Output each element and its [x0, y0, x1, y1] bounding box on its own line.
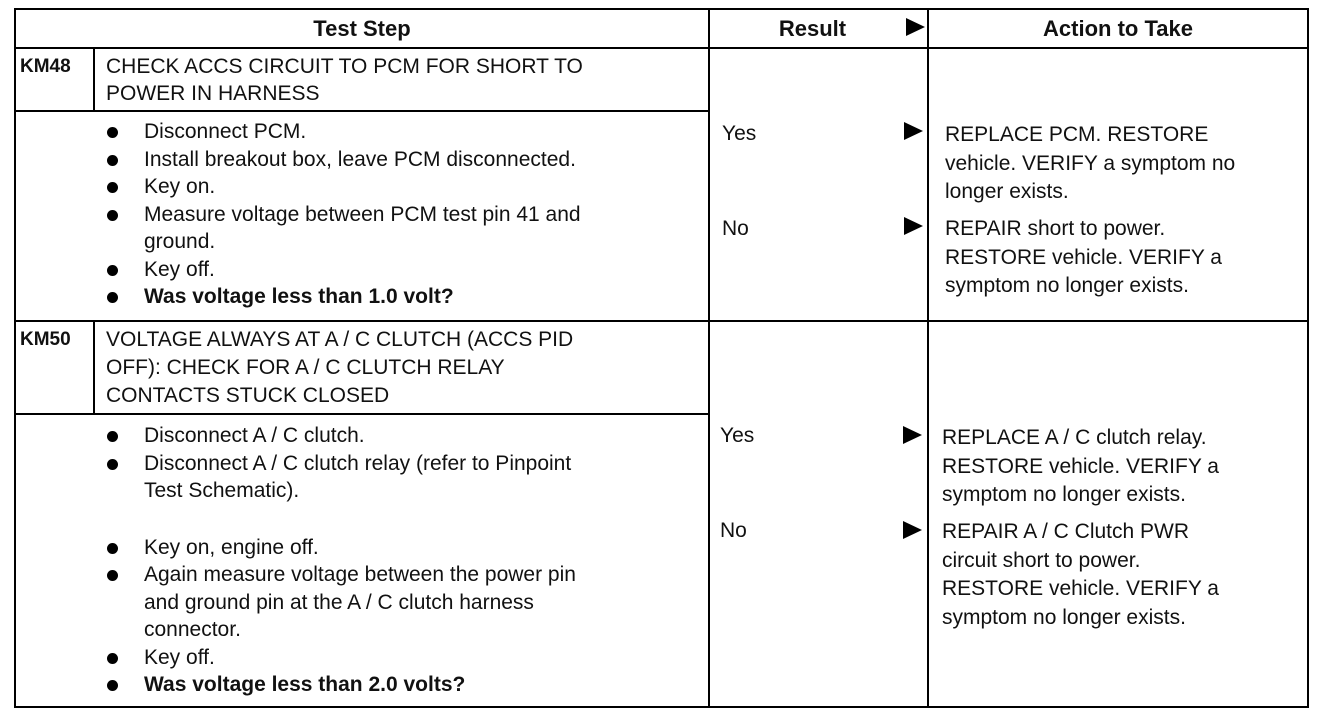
- table-border-right: [1307, 8, 1309, 708]
- step-instructions-km48: Disconnect PCM. Install breakout box, le…: [107, 118, 707, 311]
- km50-code-divider: [93, 322, 95, 414]
- km48-code-divider: [93, 49, 95, 111]
- step-instruction: Key off.: [107, 644, 707, 672]
- table-border-left: [14, 8, 16, 708]
- step-instruction: Disconnect A / C clutch.: [107, 422, 707, 450]
- arrow-icon: [904, 122, 923, 140]
- table-border-bottom: [14, 706, 1309, 708]
- step-instruction: Measure voltage between PCM test pin 41 …: [107, 201, 707, 256]
- step-instruction: Key on, engine off.: [107, 534, 707, 562]
- action-text: REPAIR A / C Clutch PWR circuit short to…: [942, 520, 1219, 629]
- step-code-km50: KM50: [20, 329, 71, 350]
- header-arrow-icon: [906, 18, 925, 36]
- step-instruction: Disconnect A / C clutch relay (refer to …: [107, 450, 707, 505]
- result-no: No: [722, 217, 749, 240]
- km48-title-divider: [14, 110, 710, 112]
- km50-title-divider: [14, 413, 710, 415]
- column-divider-step-result: [708, 8, 710, 708]
- step-question: Was voltage less than 1.0 volt?: [107, 283, 707, 311]
- arrow-icon: [903, 426, 922, 444]
- header-result: Result: [778, 16, 847, 41]
- action-text: REPLACE PCM. RESTORE vehicle. VERIFY a s…: [945, 123, 1236, 203]
- header-action-to-take: Action to Take: [1043, 16, 1193, 41]
- step-instruction: Again measure voltage between the power …: [107, 561, 707, 644]
- step-instruction: Disconnect PCM.: [107, 118, 707, 146]
- step-title-line: CHECK ACCS CIRCUIT TO PCM FOR SHORT TO: [106, 55, 583, 78]
- row-divider: [14, 320, 1309, 322]
- step-title-line: OFF): CHECK FOR A / C CLUTCH RELAY: [106, 356, 505, 379]
- table-border-top: [14, 8, 1309, 10]
- step-instruction: Key off.: [107, 256, 707, 284]
- step-title-line: POWER IN HARNESS: [106, 82, 320, 105]
- step-title-line: CONTACTS STUCK CLOSED: [106, 384, 390, 407]
- action-text: REPAIR short to power. RESTORE vehicle. …: [945, 217, 1222, 297]
- header-test-step: Test Step: [313, 16, 411, 41]
- step-instructions-km50: Disconnect A / C clutch. Disconnect A / …: [107, 422, 707, 699]
- arrow-icon: [903, 521, 922, 539]
- step-title-line: VOLTAGE ALWAYS AT A / C CLUTCH (ACCS PID: [106, 328, 574, 351]
- result-yes: Yes: [720, 424, 755, 447]
- step-instruction: Install breakout box, leave PCM disconne…: [107, 146, 707, 174]
- result-no: No: [720, 519, 747, 542]
- header-divider: [14, 47, 1309, 49]
- result-yes: Yes: [722, 122, 757, 145]
- arrow-icon: [904, 217, 923, 235]
- step-code-km48: KM48: [20, 56, 71, 77]
- action-text: REPLACE A / C clutch relay. RESTORE vehi…: [942, 426, 1219, 506]
- column-divider-result-action: [927, 8, 929, 708]
- step-instruction: Key on.: [107, 173, 707, 201]
- step-question: Was voltage less than 2.0 volts?: [107, 671, 707, 699]
